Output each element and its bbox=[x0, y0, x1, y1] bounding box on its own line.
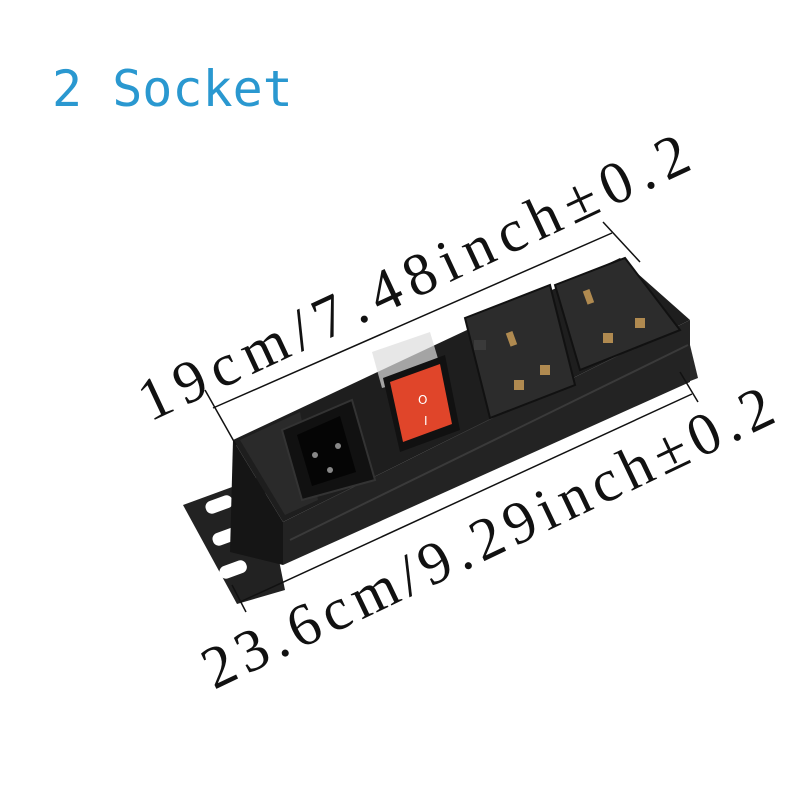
iec-power-inlet bbox=[280, 398, 377, 502]
universal-socket-1 bbox=[463, 283, 577, 420]
dimension-lines bbox=[204, 221, 699, 613]
switch-off-mark: O bbox=[418, 393, 427, 407]
title: 2 Socket bbox=[52, 60, 293, 118]
mount-hole bbox=[205, 495, 233, 514]
power-switch[interactable]: O I bbox=[383, 355, 460, 452]
universal-socket-2 bbox=[553, 256, 682, 372]
mount-hole bbox=[219, 560, 247, 579]
switch-on-mark: I bbox=[424, 414, 428, 428]
